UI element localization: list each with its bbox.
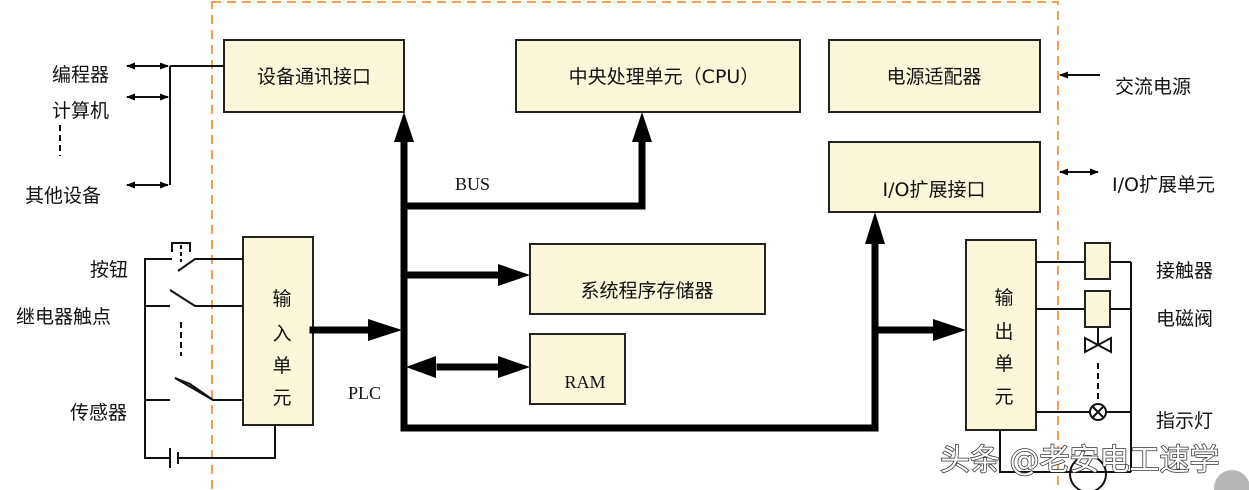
bus-label: BUS: [455, 174, 490, 194]
computer-label: 计算机: [52, 100, 109, 122]
output-unit-char: 单: [994, 353, 1013, 375]
io-expansion-interface-box: I/O扩展接口: [828, 141, 1041, 213]
output-unit-box: 输 出 单 元: [965, 239, 1037, 431]
peripheral-connections: [59, 62, 224, 189]
contactor-coil-icon: [1084, 242, 1111, 280]
valve-icon: [1084, 336, 1112, 354]
input-unit-char: 输: [272, 288, 291, 310]
output-unit-char: 出: [994, 321, 1013, 343]
cpu-box: 中央处理单元（CPU）: [515, 39, 801, 113]
solenoid-coil-icon: [1084, 290, 1111, 328]
input-unit-char: 入: [272, 323, 291, 345]
system-memory-label: 系统程序存储器: [580, 280, 713, 302]
ram-box: RAM: [529, 333, 626, 405]
scroll-top-button[interactable]: [1214, 470, 1249, 490]
button-label: 按钮: [90, 259, 128, 281]
indicator-lamp-icon: [1089, 403, 1107, 421]
output-unit-char: 输: [994, 287, 1013, 309]
indicator-light-label: 指示灯: [1156, 410, 1213, 432]
output-unit-char: 元: [994, 386, 1013, 408]
input-unit-char: 单: [272, 355, 291, 377]
input-unit-char: 元: [272, 387, 291, 409]
contactor-label: 接触器: [1156, 260, 1213, 282]
solenoid-valve-label: 电磁阀: [1156, 308, 1213, 330]
io-expansion-unit-label: I/O扩展单元: [1112, 174, 1215, 196]
ac-power-label: 交流电源: [1115, 76, 1191, 98]
input-circuit: [144, 242, 276, 468]
comm-interface-box: 设备通讯接口: [223, 39, 405, 113]
cpu-label: 中央处理单元（CPU）: [569, 66, 760, 88]
power-adapter-label: 电源适配器: [886, 66, 981, 88]
system-bus: [309, 112, 966, 432]
watermark: 头条 @老安电工速学: [940, 443, 1220, 478]
ram-label: RAM: [564, 372, 605, 392]
output-circuit: [999, 242, 1132, 490]
sensor-label: 传感器: [70, 402, 127, 424]
other-devices-label: 其他设备: [25, 185, 101, 207]
io-expansion-interface-label: I/O扩展接口: [883, 179, 986, 201]
plc-boundary: [211, 1, 1059, 490]
plc-label: PLC: [348, 383, 381, 403]
input-unit-box: 输 入 单 元: [242, 236, 314, 426]
relay-contact-label: 继电器触点: [16, 306, 111, 328]
power-adapter-box: 电源适配器: [828, 39, 1041, 113]
comm-interface-label: 设备通讯接口: [257, 66, 371, 88]
system-memory-box: 系统程序存储器: [529, 243, 766, 315]
programmer-label: 编程器: [52, 64, 109, 86]
